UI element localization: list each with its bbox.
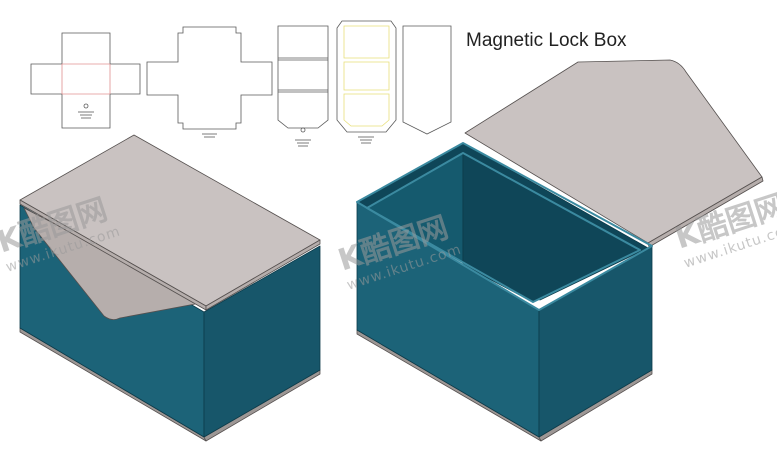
dieline-template-1: [30, 32, 141, 129]
dieline-template-5: [402, 25, 452, 135]
dieline-template-3: [277, 25, 329, 147]
closed-box: [19, 134, 321, 442]
page-title: Magnetic Lock Box: [466, 30, 627, 51]
open-box: [356, 59, 764, 442]
dieline-template-4: [336, 20, 397, 144]
dieline-template-2: [146, 26, 273, 138]
